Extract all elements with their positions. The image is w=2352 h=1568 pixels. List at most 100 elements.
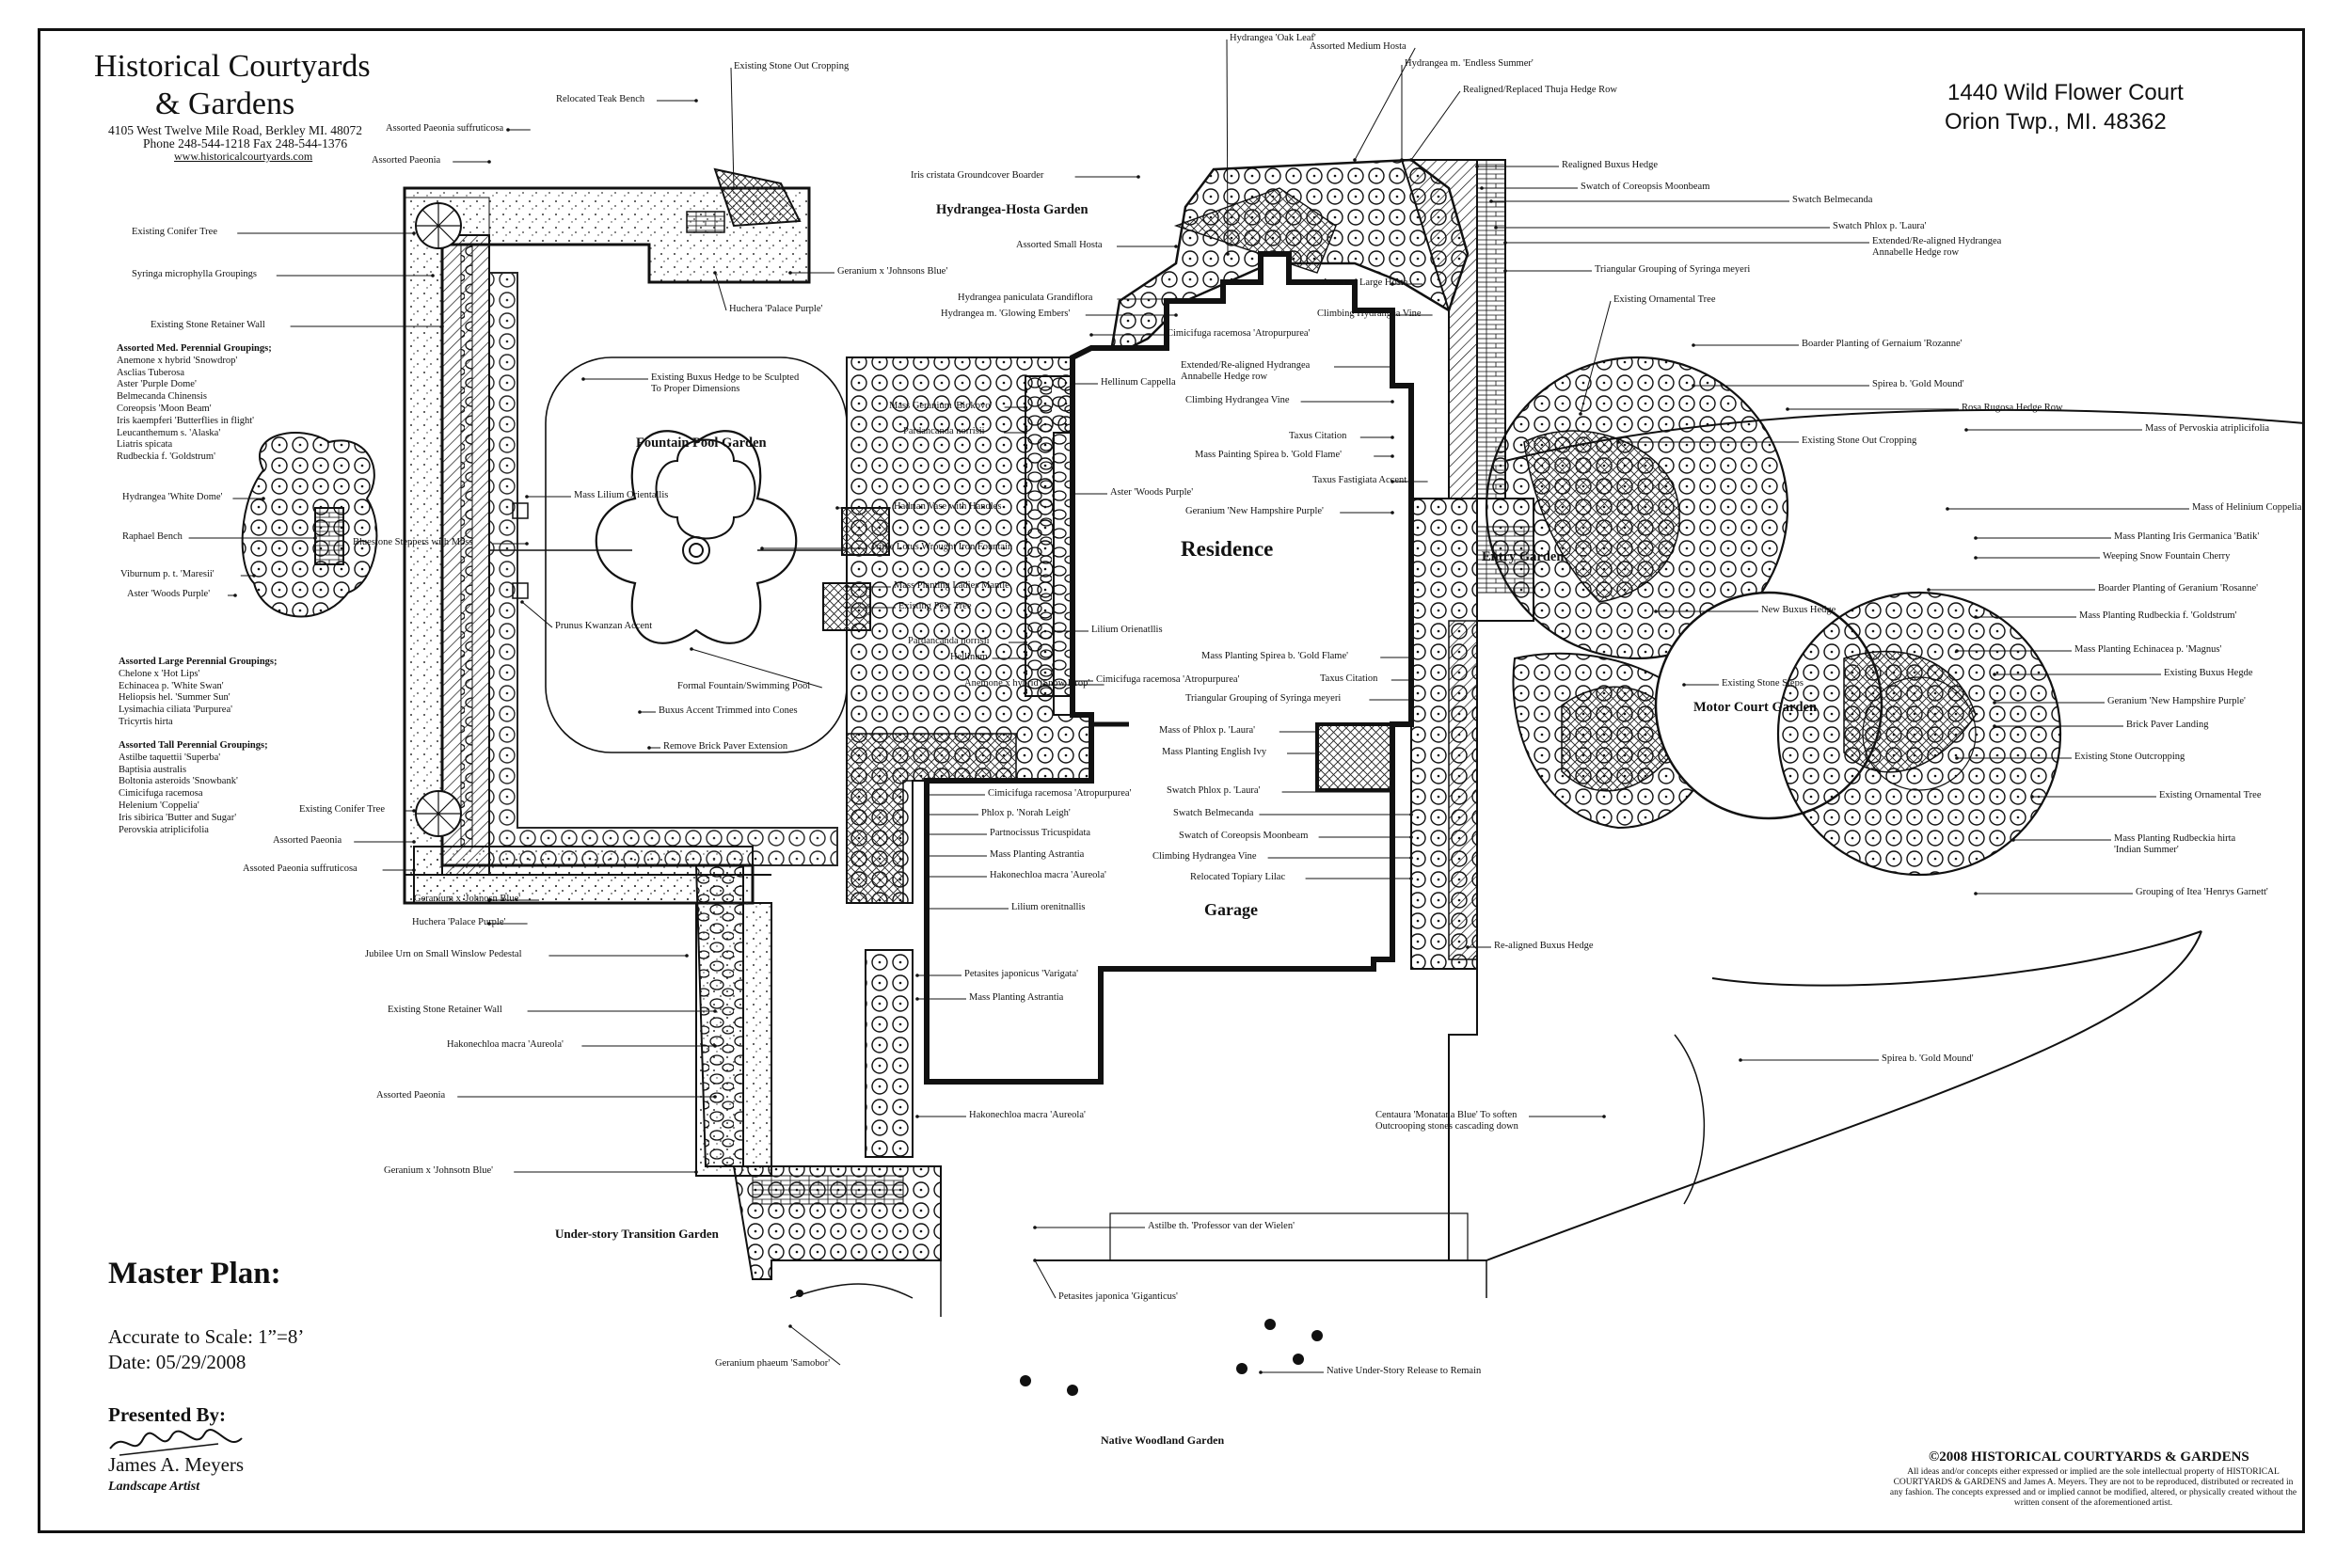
company-phone: Phone 248-544-1218 Fax 248-544-1376 (143, 136, 348, 150)
company-name-line2: & Gardens (155, 87, 295, 121)
plant-callout: Existing Stone Retainer Wall (151, 320, 265, 330)
plant-callout: Climbing Hydrangea Vine (1317, 309, 1422, 319)
plant-callout: Mass of Phlox p. 'Laura' (1159, 725, 1256, 736)
conifer-tree-icon (415, 790, 462, 837)
plant-callout: Extended/Re-aligned Hydrangea Annabelle … (1181, 360, 1311, 382)
plant-callout: Assorted Small Hosta (1016, 240, 1103, 250)
plant-callout: Viburnum p. t. 'Maresii' (120, 569, 215, 579)
boulder-icon (822, 582, 871, 631)
plant-callout: Geranium 'New Hampshire Purple' (1185, 506, 1324, 516)
plant-callout: Mass of Pervoskia atriplicifolia (2145, 423, 2270, 434)
plant-callout: Mass Planting Rudbeckia hirta 'Indian Su… (2114, 833, 2236, 855)
plant-callout: Climbing Hydrangea Vine (1185, 395, 1290, 405)
plant-callout: Hakonechloa macra 'Aureola' (447, 1039, 564, 1050)
driveway (1486, 408, 2306, 1298)
plant-callout: Triangular Grouping of Syringa meyeri (1185, 693, 1342, 704)
plant-callout: Grouping of Itea 'Henrys Garnett' (2136, 887, 2268, 897)
plant-callout: Mass Planting Astrantia (990, 849, 1085, 860)
plant-callout: Hakonechloa macra 'Aureola' (969, 1110, 1086, 1120)
plant-callout: Swatch of Coreopsis Moonbeam (1179, 831, 1309, 841)
plant-callout: Realigned Buxus Hedge (1562, 160, 1659, 170)
fountain-pool-garden (403, 167, 848, 905)
plant-callout: Remove Brick Paver Extension (663, 741, 788, 752)
plant-callout: Cimicifuga racemosa 'Atropurpurea' (988, 788, 1132, 799)
site-address-line2: Orion Twp., MI. 48362 (1945, 109, 2167, 135)
plant-callout: Mass Planting Echinacea p. 'Magnus' (2074, 644, 2222, 655)
plant-callout: Swatch Phlox p. 'Laura' (1833, 221, 1927, 231)
entry-circle-garden (1485, 356, 2062, 877)
tall-perennial-groupings: Assorted Tall Perennial Groupings; Astil… (119, 740, 268, 835)
sheet-border (38, 28, 2305, 1533)
plant-callout: Jubilee Urn on Small Winslow Pedestal (365, 949, 522, 959)
plant-callout: Pardancanda norrisii (908, 636, 990, 646)
plant-callout: Extended/Re-aligned Hydrangea Annabelle … (1872, 236, 2002, 258)
plant-callout: Geranium 'New Hampshire Purple' (2107, 696, 2246, 706)
plant-callout: Huchera 'Palace Purple' (729, 304, 823, 314)
area-entry-garden: Entry Garden (1482, 549, 1565, 564)
area-fountain-pool-garden: Fountain Pool Garden (636, 436, 767, 451)
conifer-tree-icon (415, 202, 462, 249)
plant-callout: Existing Buxus Hegde (2164, 668, 2253, 678)
plant-callout: Mass Geranium 'Biokovo' (889, 401, 993, 411)
plant-callout: Petasites japonica 'Giganticus' (1058, 1291, 1178, 1302)
plant-callout: Mass Planting Rudbeckia f. 'Goldstrum' (2079, 610, 2237, 621)
plant-callout: Geranium x 'Johnsons Blue' (837, 266, 948, 277)
plant-callout: Hydrangea m. 'Glowing Embers' (941, 309, 1071, 319)
plant-callout: Brick Paver Landing (2126, 720, 2209, 730)
plant-callout: Existing Stone Out Cropping (1802, 436, 1917, 446)
plant-callout: Hakonechloa macra 'Aureola' (990, 870, 1106, 880)
plant-callout: Mass Planting Ladies Mantle (894, 580, 1009, 591)
plant-callout: Assorted Paeonia (372, 155, 441, 166)
plant-callout: Hydrangea 'Oak Leaf' (1230, 33, 1316, 43)
plant-callout: Anemone x hybrid 'Snow Drop' (964, 678, 1090, 689)
plant-callout: Triple Lotus Wrought Iron Fountain (870, 542, 1013, 552)
plant-callout: Native Under-Story Release to Remain (1327, 1366, 1482, 1376)
plant-callout: Aster 'Woods Purple' (127, 589, 211, 599)
plant-callout: Hellinum (950, 652, 988, 662)
bench-nook (241, 432, 378, 618)
plant-callout: Re-aligned Buxus Hedge (1494, 941, 1594, 951)
plant-callout: Existing Ornamental Tree (2159, 790, 2262, 800)
plant-callout: Assorted Medium Hosta (1310, 41, 1406, 52)
plant-callout: Boarder Planting of Geranium 'Rosanne' (2098, 583, 2258, 594)
native-woodland-trees (796, 1290, 1323, 1396)
plant-callout: Lilium orenitnallis (1011, 902, 1086, 912)
signature (109, 1429, 243, 1456)
plant-callout: Petasites japonicus 'Varigata' (964, 969, 1079, 979)
copyright-heading: ©2008 HISTORICAL COURTYARDS & GARDENS (1929, 1449, 2249, 1465)
plant-callout: Pardancanda norrisii (903, 426, 985, 436)
company-address: 4105 West Twelve Mile Road, Berkley MI. … (108, 123, 363, 137)
plant-callout: Assorted Paeonia (376, 1090, 446, 1101)
plant-callout: Existing Stone Retainer Wall (388, 1005, 502, 1015)
plant-callout: Mass Planting Astrantia (969, 992, 1064, 1003)
plant-callout: Centaura 'Monatana Blue' To soften Outcr… (1375, 1110, 1518, 1132)
plant-callout: Relocated Teak Bench (556, 94, 645, 104)
company-name: Historical Courtyards (94, 49, 371, 84)
plant-callout: Weeping Snow Fountain Cherry (2103, 551, 2231, 562)
artist-name: James A. Meyers (108, 1453, 245, 1476)
plant-callout: Phlox p. 'Norah Leigh' (981, 808, 1071, 818)
plant-callout: Existing Stone Steps (1722, 678, 1804, 689)
bench-icon (314, 507, 344, 565)
area-hydrangea-hosta-garden: Hydrangea-Hosta Garden (936, 202, 1089, 217)
plant-callout: Taxus Fastigiata Accent (1312, 475, 1407, 485)
entry-garden-beds (1035, 159, 1534, 1261)
plant-callout: Aster 'Woods Purple' (1110, 487, 1194, 498)
plant-callout: Hydrangea 'White Dome' (122, 492, 223, 502)
plant-callout: Taxus Citation (1289, 431, 1347, 441)
plant-callout: Existing Conifer Tree (132, 227, 217, 237)
plant-callout: Syringa microphylla Groupings (132, 269, 257, 279)
plant-callout: Spirea b. 'Gold Mound' (1872, 379, 1964, 389)
plant-callout: Triangular Grouping of Syringa meyeri (1595, 264, 1751, 275)
plant-callout: Mass Planting Spirea b. 'Gold Flame' (1201, 651, 1349, 661)
plant-callout: Mass Painting Spirea b. 'Gold Flame' (1195, 450, 1343, 460)
medium-perennial-groupings: Assorted Med. Perennial Groupings; Anemo… (117, 343, 272, 463)
plant-callout: Mass Planting Iris Germanica 'Batik' (2114, 531, 2260, 542)
plant-callout: Assoted Paeonia suffruticosa (243, 863, 358, 874)
plant-callout: Swatch Belmecanda (1792, 195, 1873, 205)
plant-callout: Swatch Phlox p. 'Laura' (1167, 785, 1261, 796)
plant-callout: Realigned/Replaced Thuja Hedge Row (1463, 85, 1617, 95)
area-motor-court-garden: Motor Court Garden (1693, 700, 1818, 715)
plant-callout: Cimicifuga racemosa 'Atropurpurea' (1167, 328, 1311, 339)
residence-footprint (924, 251, 1414, 1085)
